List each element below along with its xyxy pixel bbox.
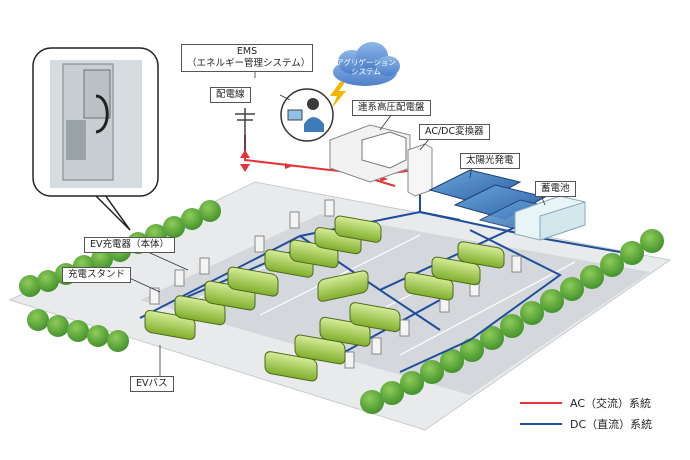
aggregation-label-line1: アグリゲーション [336,58,396,67]
ems-label-line1: EMS [236,46,258,57]
acdc-converter [407,143,433,197]
switchboard-building [329,124,411,183]
aggregation-label: アグリゲーション システム [326,58,406,76]
bus-icon [431,256,481,286]
bus-icon [264,351,318,382]
lightning-icon [330,82,346,108]
solar-label: 太陽光発電 [460,153,520,169]
ev-bus-label: EVバス [130,376,174,392]
bus-icon [457,241,505,269]
bus-icon [349,302,401,333]
legend-dc-swatch [520,423,562,425]
operator-icon [280,88,334,142]
switchboard-label: 連系高圧配電盤 [352,100,431,116]
charging-stands [149,199,522,369]
ev-charger-label: EV充電器（本体） [84,237,176,253]
legend-ac-swatch [520,402,562,404]
bus-icon [294,334,346,365]
aggregation-label-line2: システム [351,67,381,76]
bus-icon [227,266,279,297]
bus-icon [334,215,382,243]
charging-stand-label: 充電スタンド [62,267,132,283]
distribution-line-label: 配電線 [210,87,251,103]
battery-container-icon [514,195,586,241]
tree-row-right [360,229,664,414]
ems-label: EMS （エネルギー管理システム） [181,44,313,72]
ems-label-line2: （エネルギー管理システム） [187,58,311,69]
flow-arrows [240,150,388,182]
acdc-label: AC/DC変換器 [419,124,490,140]
legend-ac-label: AC（交流）系統 [570,397,652,410]
battery-label: 蓄電池 [535,181,576,197]
charger-photo-callout [32,47,159,231]
bus-icon [317,270,369,302]
cloud-icon [333,42,400,86]
legend-dc-label: DC（直流）系統 [570,418,653,431]
tree-icon [27,309,129,352]
bus-icon [404,271,454,301]
utility-pole-icon [235,108,255,150]
bus-fleet [144,215,505,382]
